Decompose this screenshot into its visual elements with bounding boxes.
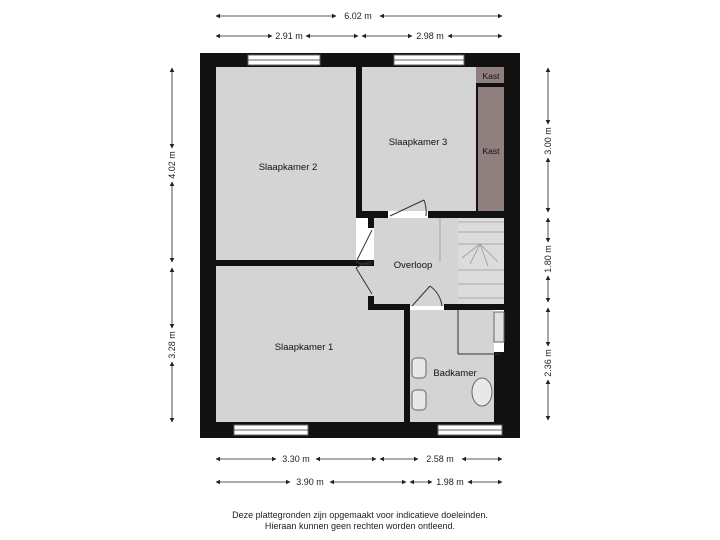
dim-top-total: 6.02 m: [344, 11, 372, 21]
slaapkamer-2-floor: [216, 67, 356, 260]
stairs-area: [458, 218, 504, 306]
dim-left-lower: 3.28 m: [167, 331, 177, 359]
dim-left-upper: 4.02 m: [167, 151, 177, 179]
room-label-kast-top: Kast: [482, 71, 500, 81]
dim-right-middle: 1.80 m: [543, 245, 553, 273]
dimension-lines: [169, 13, 551, 485]
room-label-kast-side: Kast: [482, 146, 500, 156]
slaapkamer-1-floor: [216, 266, 404, 422]
dim-bottom-row1-right: 2.58 m: [426, 454, 454, 464]
disclaimer-line-1: Deze plattegronden zijn opgemaakt voor i…: [232, 510, 488, 520]
room-label-badkamer: Badkamer: [433, 368, 476, 379]
interior-walls: [216, 67, 504, 422]
staircase: [439, 218, 504, 299]
dim-bottom-row2-left: 3.90 m: [296, 477, 324, 487]
dim-top-right: 2.98 m: [416, 31, 444, 41]
room-label-slaapkamer-3: Slaapkamer 3: [389, 137, 448, 148]
disclaimer: Deze plattegronden zijn opgemaakt voor i…: [0, 510, 720, 532]
dim-bottom-row1-left: 3.30 m: [282, 454, 310, 464]
slaapkamer-3-floor: [362, 67, 476, 211]
doors: [355, 199, 500, 355]
bathroom-fixtures: [411, 311, 505, 411]
dim-top-left: 2.91 m: [275, 31, 303, 41]
dim-right-upper: 3.00 m: [543, 127, 553, 155]
dim-right-lower: 2.36 m: [543, 349, 553, 377]
disclaimer-line-2: Hieraan kunnen geen rechten worden ontle…: [264, 521, 456, 531]
kast-top-floor: [476, 67, 504, 83]
room-label-overloop: Overloop: [394, 260, 433, 271]
dim-bottom-row2-right: 1.98 m: [436, 477, 464, 487]
room-label-slaapkamer-1: Slaapkamer 1: [275, 342, 334, 353]
room-label-slaapkamer-2: Slaapkamer 2: [259, 162, 318, 173]
kast-side-floor: [478, 87, 504, 211]
windows: [233, 54, 503, 436]
